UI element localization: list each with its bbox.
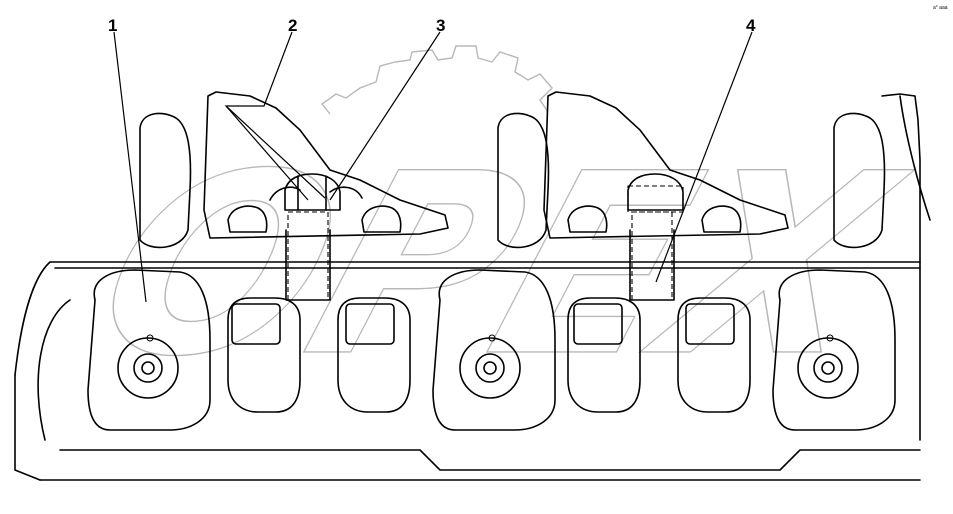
leader-lines [113,31,753,303]
pin-ring-right [797,337,859,399]
track-links [87,269,896,431]
callouts: 1 2 3 4 [108,16,756,35]
pin-ring-left [117,337,179,399]
callout-3: 3 [436,16,445,35]
pin-ring-center [459,337,521,399]
leader-2 [224,31,309,201]
watermark-gear [394,45,553,113]
leader-2b [225,105,326,199]
callout-1: 1 [108,16,117,35]
leader-4 [655,31,753,283]
corner-mark: a° aaa [933,5,948,11]
watermark-gear-left [320,61,396,115]
callout-2: 2 [288,16,297,35]
track-shoe-body [14,91,931,481]
leader-3 [329,31,441,201]
leader-1 [113,31,147,303]
callout-4: 4 [746,16,756,35]
